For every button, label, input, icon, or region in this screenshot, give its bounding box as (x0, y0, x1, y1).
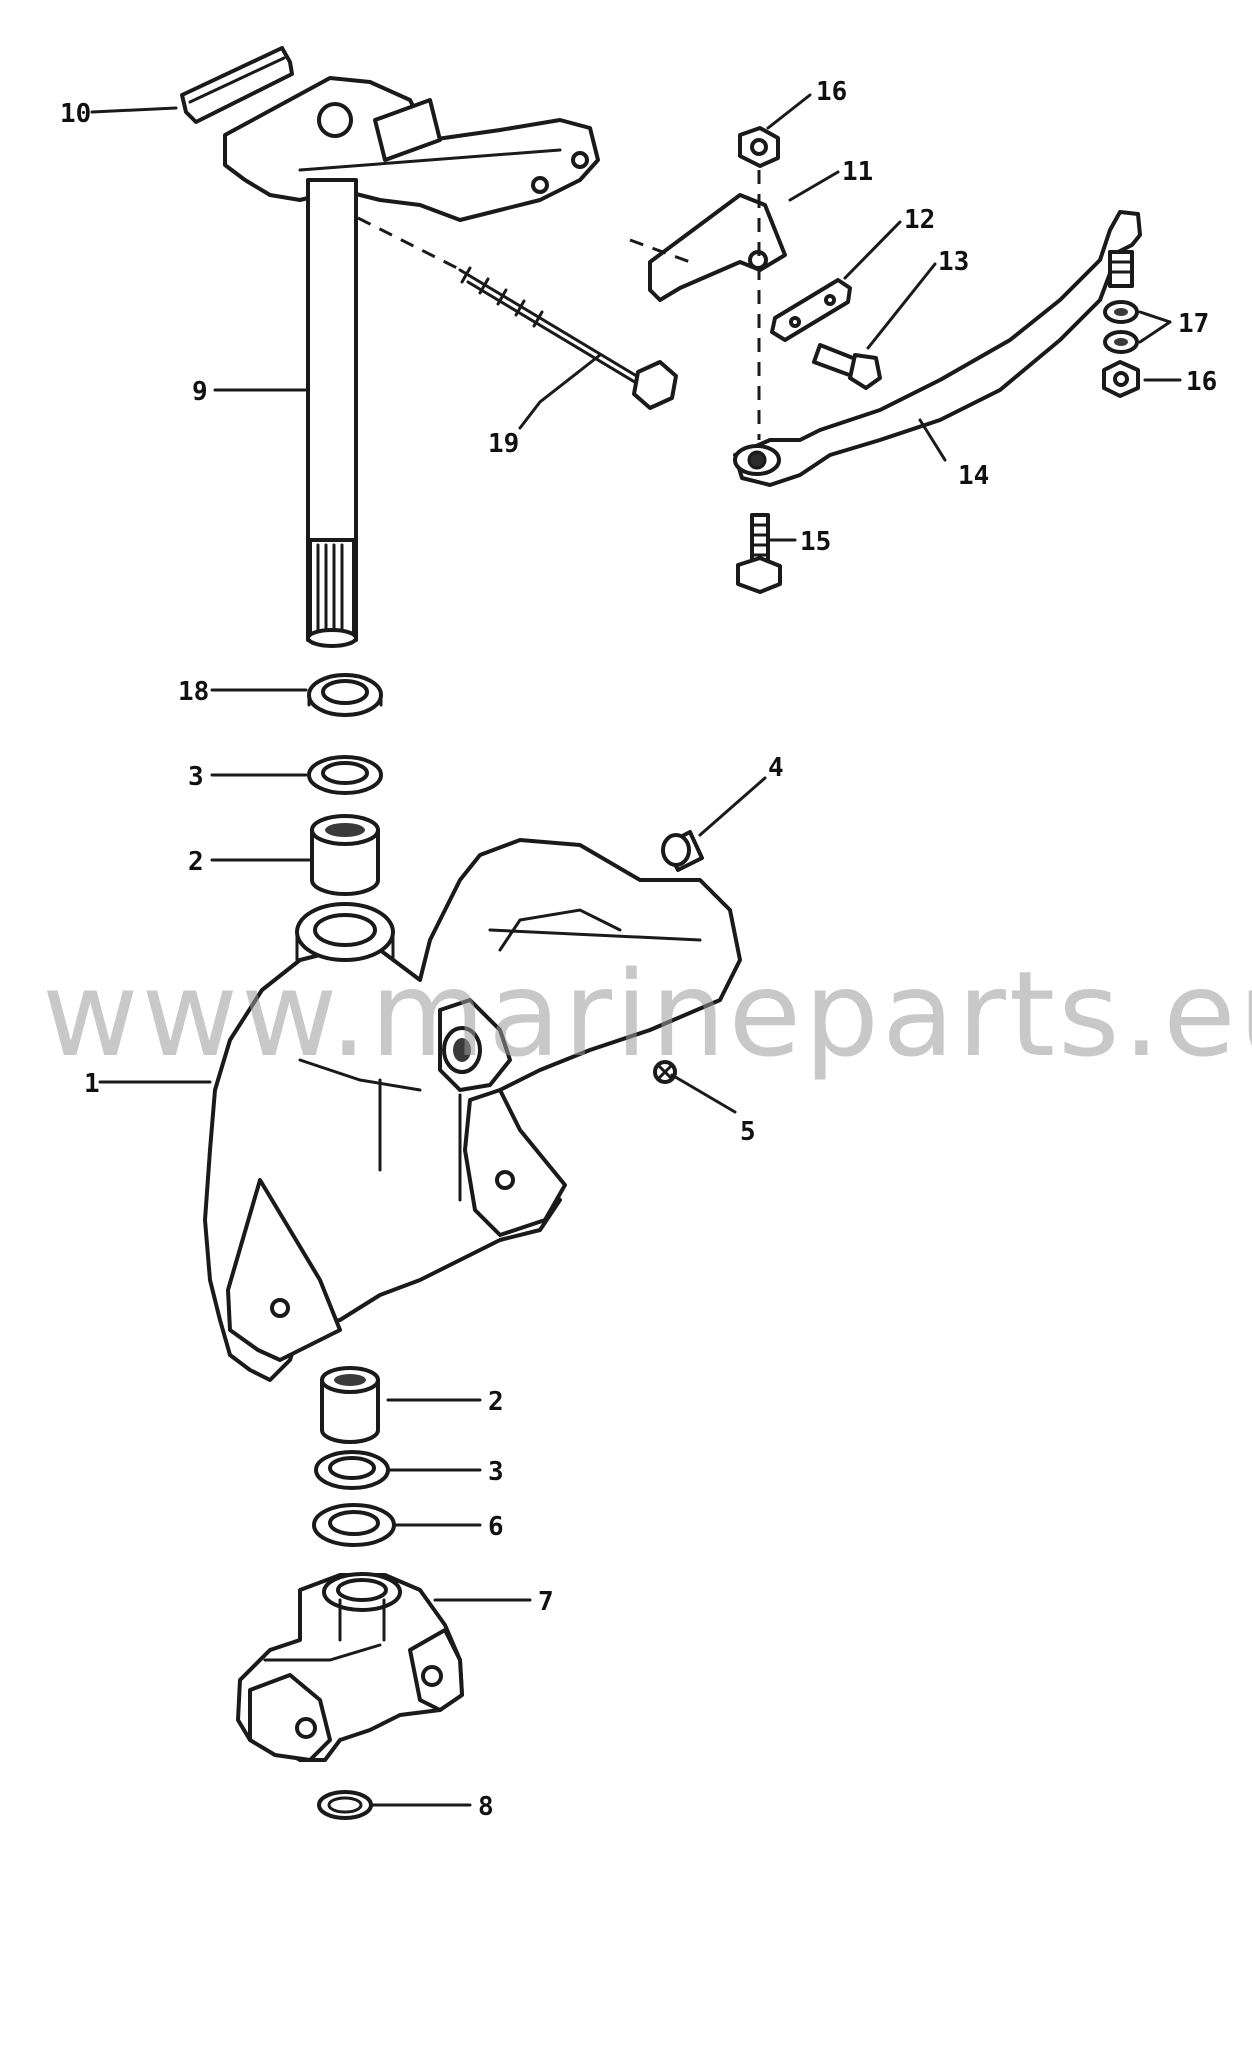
part-washer-17b (1103, 330, 1139, 354)
part-stud-right (1108, 250, 1134, 288)
callout-10: 10 (60, 99, 91, 129)
part-ring-8 (317, 1790, 373, 1820)
part-bracket-11 (648, 193, 787, 302)
part-bolt-15 (736, 513, 782, 594)
callout-13: 13 (938, 247, 969, 277)
watermark-text: www.marineparts.eu (42, 945, 1252, 1083)
callout-19: 19 (488, 429, 519, 459)
part-plate-12 (770, 278, 852, 342)
callout-7: 7 (538, 1587, 554, 1617)
callout-12: 12 (904, 205, 935, 235)
part-yoke-7 (236, 1572, 464, 1762)
part-bushing-2-lower (320, 1366, 380, 1444)
part-washer-6 (312, 1503, 396, 1547)
part-nut-16-right (1102, 360, 1140, 398)
callout-5: 5 (740, 1117, 756, 1147)
callout-9: 9 (192, 377, 208, 407)
callout-11: 11 (842, 157, 873, 187)
part-washer-3-upper (307, 755, 383, 795)
callout-2-upper: 2 (188, 847, 204, 877)
callout-3-lower: 3 (488, 1457, 504, 1487)
part-washer-17a (1103, 300, 1139, 324)
callout-17: 17 (1178, 309, 1209, 339)
callout-1: 1 (84, 1069, 100, 1099)
leader-lines (90, 93, 1182, 1807)
part-swivel-bracket-1 (203, 838, 742, 1382)
part-bushing-2-upper (310, 814, 380, 896)
part-seal-18 (307, 673, 383, 717)
callout-18: 18 (178, 677, 209, 707)
callout-3-upper: 3 (188, 762, 204, 792)
part-bolt-19 (458, 266, 678, 410)
part-steering-bracket-9 (223, 76, 600, 222)
part-bushing-4 (661, 830, 704, 872)
part-bolt-13 (812, 343, 882, 390)
callout-4: 4 (768, 753, 784, 783)
callout-8: 8 (478, 1792, 494, 1822)
part-screw-5 (653, 1060, 677, 1084)
part-tie-bar-14 (733, 210, 1142, 487)
part-steering-shaft-9 (306, 178, 358, 648)
callout-15: 15 (800, 527, 831, 557)
part-nut-16-top (738, 126, 780, 168)
callout-2-lower: 2 (488, 1387, 504, 1417)
part-washer-3-lower (314, 1450, 390, 1490)
callout-16-right: 16 (1186, 367, 1217, 397)
callout-16-top: 16 (816, 77, 847, 107)
part-clip-10 (180, 46, 294, 124)
callout-6: 6 (488, 1512, 504, 1542)
callout-14: 14 (958, 461, 989, 491)
